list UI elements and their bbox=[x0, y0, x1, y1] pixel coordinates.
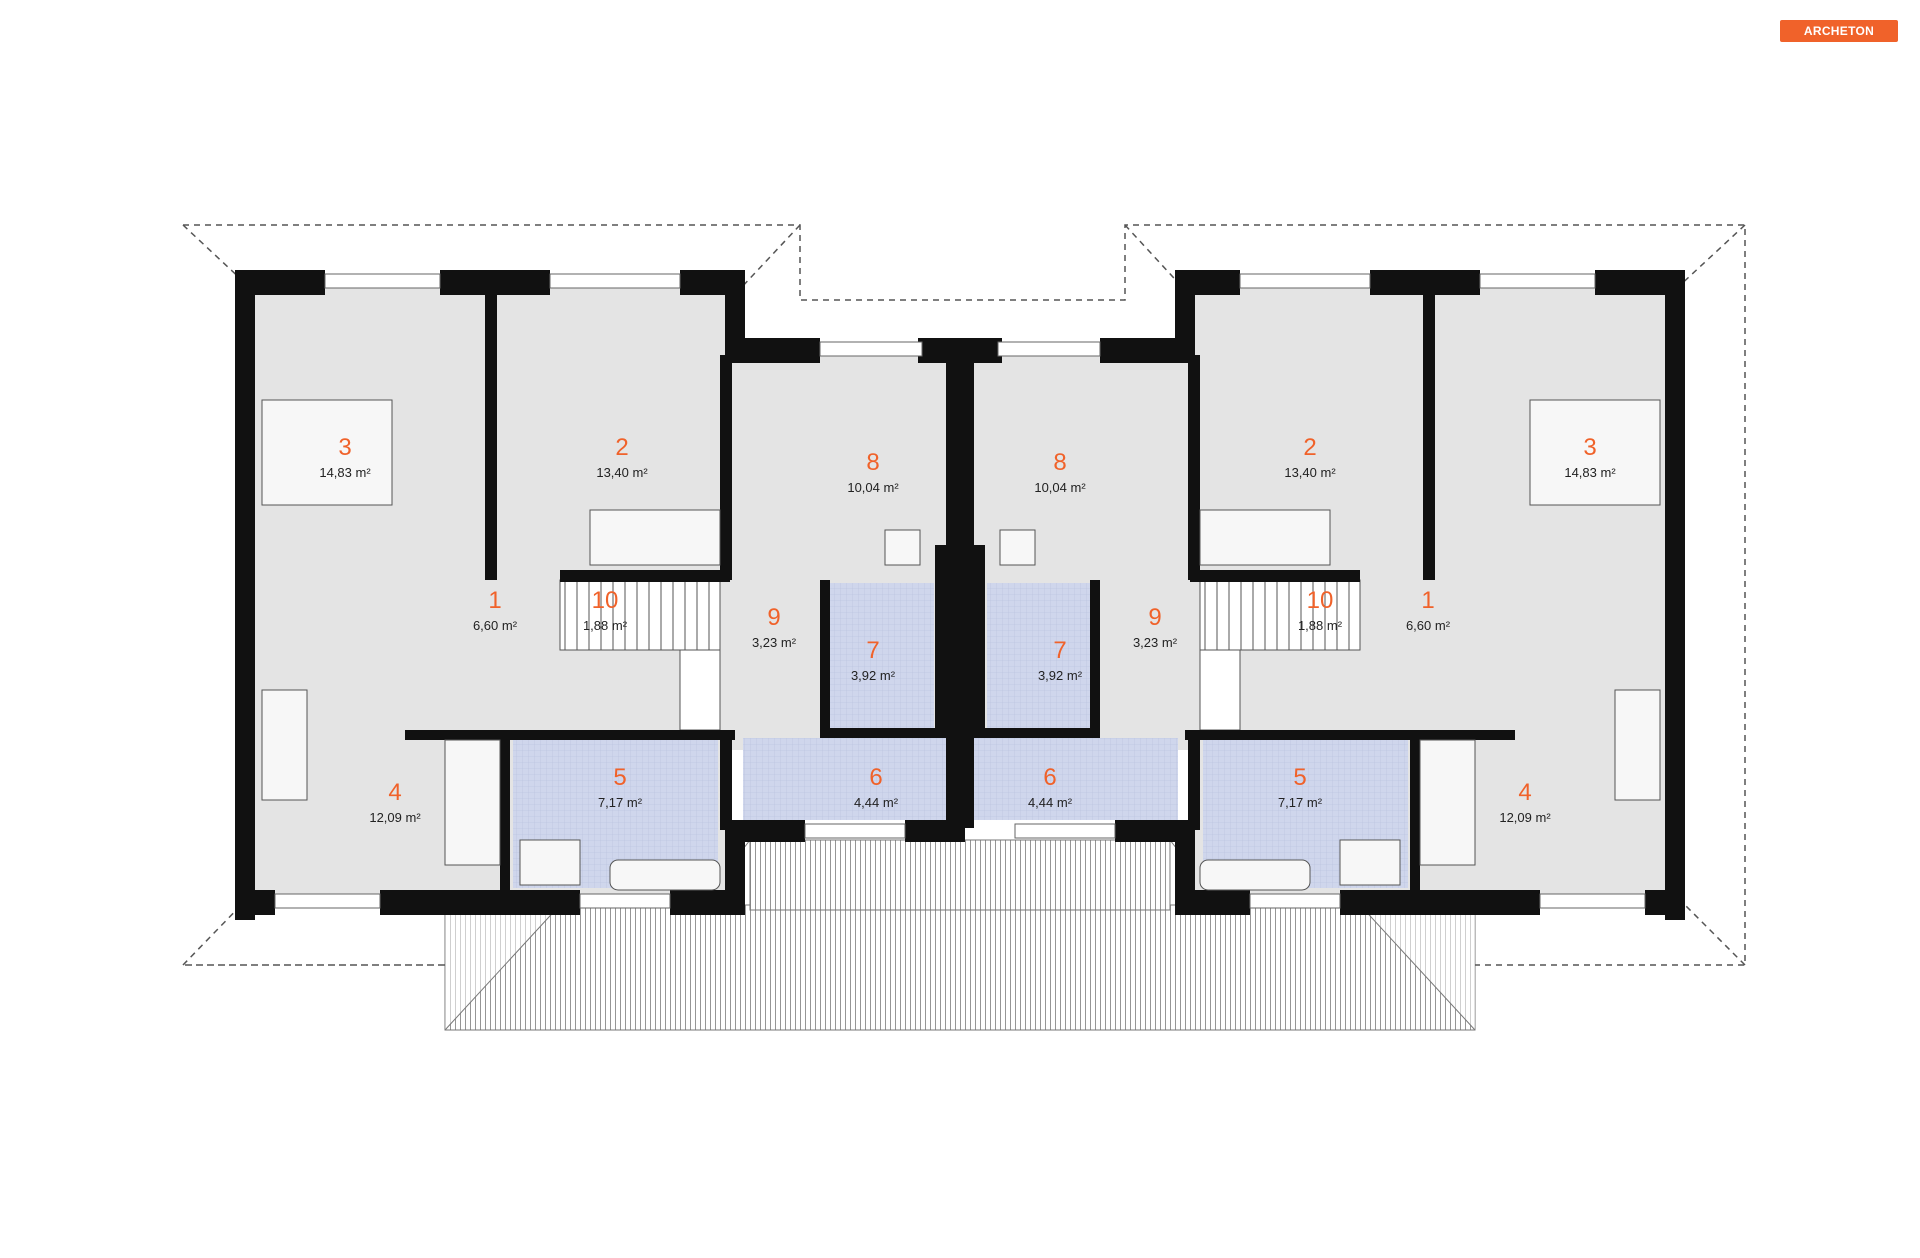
room-number: 6 bbox=[1043, 764, 1056, 791]
room-number: 10 bbox=[592, 587, 619, 614]
room-area: 12,09 m² bbox=[369, 810, 421, 825]
room-area: 4,44 m² bbox=[854, 795, 899, 810]
room-area: 3,92 m² bbox=[1038, 668, 1083, 683]
room-area: 7,17 m² bbox=[598, 795, 643, 810]
room-number: 5 bbox=[613, 764, 626, 791]
room-area: 7,17 m² bbox=[1278, 795, 1323, 810]
room-area: 13,40 m² bbox=[596, 465, 648, 480]
room-area: 3,23 m² bbox=[1133, 635, 1178, 650]
archeton-logo: ARCHETON bbox=[1780, 20, 1898, 42]
room-number: 9 bbox=[767, 604, 780, 631]
room-area: 3,23 m² bbox=[752, 635, 797, 650]
room-number: 1 bbox=[1421, 587, 1434, 614]
room-number: 2 bbox=[615, 434, 628, 461]
room-number: 7 bbox=[1053, 637, 1066, 664]
room-number: 8 bbox=[1053, 449, 1066, 476]
room-number: 3 bbox=[1583, 434, 1596, 461]
room-area: 6,60 m² bbox=[1406, 618, 1451, 633]
room-area: 10,04 m² bbox=[847, 480, 899, 495]
room-number: 10 bbox=[1307, 587, 1334, 614]
windows bbox=[274, 273, 1646, 909]
room-area: 4,44 m² bbox=[1028, 795, 1073, 810]
room-area: 14,83 m² bbox=[319, 465, 371, 480]
room-number: 4 bbox=[1518, 779, 1531, 806]
room-number: 7 bbox=[866, 637, 879, 664]
room-area: 10,04 m² bbox=[1034, 480, 1086, 495]
room-area: 13,40 m² bbox=[1284, 465, 1336, 480]
room-area: 14,83 m² bbox=[1564, 465, 1616, 480]
walls bbox=[235, 270, 1685, 920]
logo-text: ARCHETON bbox=[1803, 24, 1875, 38]
room-labels: 3 14,83 m² 2 13,40 m² 8 10,04 m² 1 6,60 m² 10 1,8… bbox=[319, 434, 1616, 825]
room-number: 6 bbox=[869, 764, 882, 791]
room-area: 6,60 m² bbox=[473, 618, 518, 633]
room-area: 1,88 m² bbox=[1298, 618, 1343, 633]
room-area: 3,92 m² bbox=[851, 668, 896, 683]
room-number: 1 bbox=[488, 587, 501, 614]
terrace bbox=[444, 839, 1476, 1031]
room-number: 2 bbox=[1303, 434, 1316, 461]
room-number: 9 bbox=[1148, 604, 1161, 631]
furniture bbox=[261, 399, 1661, 891]
room-number: 8 bbox=[866, 449, 879, 476]
stairs bbox=[559, 579, 1361, 731]
room-number: 3 bbox=[338, 434, 351, 461]
room-area: 1,88 m² bbox=[583, 618, 628, 633]
room-number: 5 bbox=[1293, 764, 1306, 791]
room-area: 12,09 m² bbox=[1499, 810, 1551, 825]
room-number: 4 bbox=[388, 779, 401, 806]
